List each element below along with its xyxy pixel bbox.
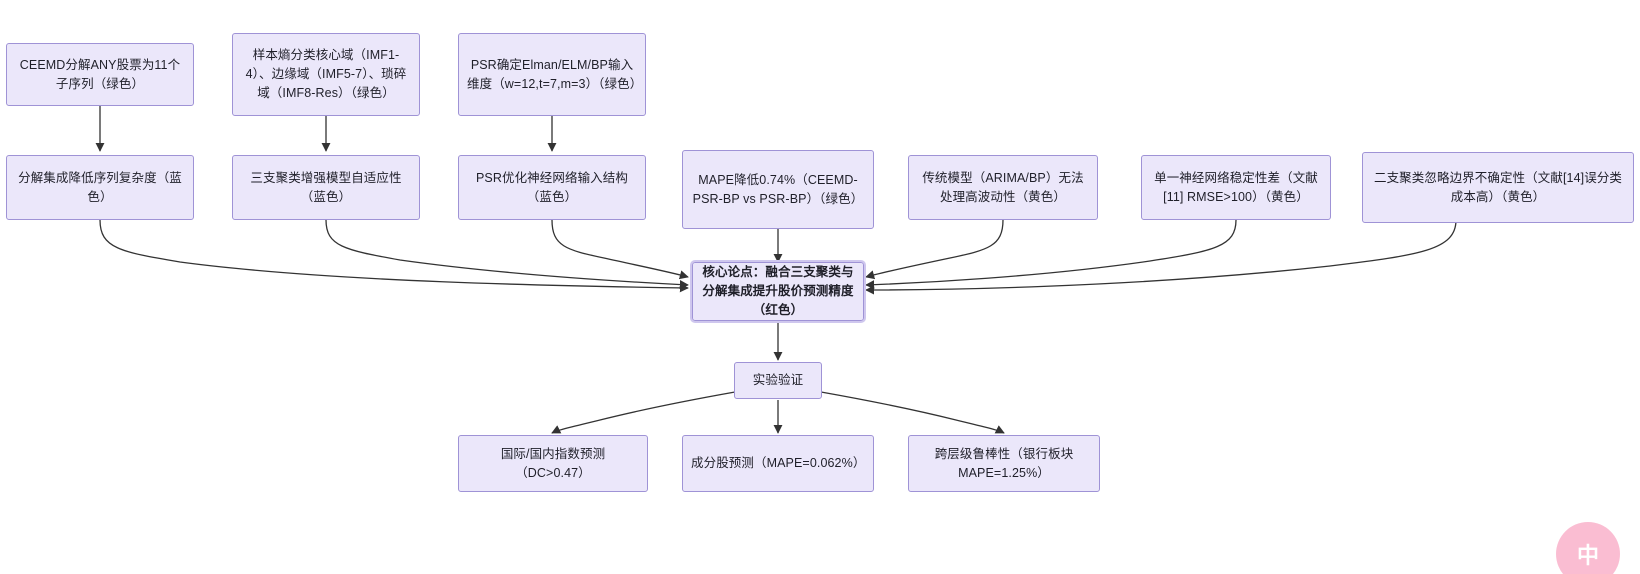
node-experiment-validation-label: 实验验证 [752, 373, 804, 387]
node-experiment-validation[interactable]: 实验验证 [734, 362, 822, 399]
edge-threeway-to-core [325, 219, 689, 290]
node-three-way-adaptive[interactable]: 三支聚类增强模型自适应性（蓝色） [232, 155, 420, 220]
node-psr-structure-label: PSR优化神经网络输入结构（蓝色） [475, 170, 628, 204]
node-core-claim-label: 核心论点：融合三支聚类与分解集成提升股价预测精度（红色） [702, 265, 854, 317]
edge-psrstructure-to-core [551, 219, 689, 280]
node-constituent-forecast-label: 成分股预测（MAPE=0.062%） [691, 456, 866, 470]
node-decomp-complexity[interactable]: 分解集成降低序列复杂度（蓝色） [6, 155, 194, 220]
node-psr-structure[interactable]: PSR优化神经网络输入结构（蓝色） [458, 155, 646, 220]
edge-decomp-to-core [99, 219, 689, 293]
node-psr-dim[interactable]: PSR确定Elman/ELM/BP输入维度（w=12,t=7,m=3）（绿色） [458, 33, 646, 116]
edge-twoway-to-core [865, 219, 1457, 295]
node-two-way-boundary[interactable]: 二支聚类忽略边界不确定性（文献[14]误分类成本高）（黄色） [1362, 152, 1634, 223]
node-single-nn-unstable-label: 单一神经网络稳定性差（文献[11] RMSE>100）（黄色） [1154, 170, 1318, 204]
node-single-nn-unstable[interactable]: 单一神经网络稳定性差（文献[11] RMSE>100）（黄色） [1141, 155, 1331, 220]
node-traditional-limit-label: 传统模型（ARIMA/BP）无法处理高波动性（黄色） [922, 170, 1084, 204]
node-index-forecast[interactable]: 国际/国内指数预测（DC>0.47） [458, 435, 648, 492]
node-sample-entropy-label: 样本熵分类核心域（IMF1-4）、边缘域（IMF5-7）、琐碎域（IMF8-Re… [245, 48, 407, 100]
node-cross-level-robust[interactable]: 跨层级鲁棒性（银行板块MAPE=1.25%） [908, 435, 1100, 492]
node-traditional-limit[interactable]: 传统模型（ARIMA/BP）无法处理高波动性（黄色） [908, 155, 1098, 220]
node-mape-drop-label: MAPE降低0.74%（CEEMD-PSR-BP vs PSR-BP）（绿色） [692, 172, 864, 206]
node-core-claim[interactable]: 核心论点：融合三支聚类与分解集成提升股价预测精度（红色） [690, 260, 866, 323]
node-three-way-adaptive-label: 三支聚类增强模型自适应性（蓝色） [250, 170, 402, 204]
node-cross-level-robust-label: 跨层级鲁棒性（银行板块MAPE=1.25%） [934, 446, 1074, 480]
node-decomp-complexity-label: 分解集成降低序列复杂度（蓝色） [18, 170, 182, 204]
watermark-badge: 中 [1556, 522, 1620, 574]
node-ceemd-label: CEEMD分解ANY股票为11个子序列（绿色） [19, 57, 181, 91]
node-psr-dim-label: PSR确定Elman/ELM/BP输入维度（w=12,t=7,m=3）（绿色） [467, 57, 643, 91]
edge-experiment-to-robust [820, 391, 1005, 434]
node-ceemd[interactable]: CEEMD分解ANY股票为11个子序列（绿色） [6, 43, 194, 106]
edge-traditional-to-core [865, 219, 1004, 280]
node-mape-drop[interactable]: MAPE降低0.74%（CEEMD-PSR-BP vs PSR-BP）（绿色） [682, 150, 874, 229]
edge-singlenn-to-core [865, 219, 1237, 290]
node-index-forecast-label: 国际/国内指数预测（DC>0.47） [500, 446, 606, 480]
node-two-way-boundary-label: 二支聚类忽略边界不确定性（文献[14]误分类成本高）（黄色） [1373, 170, 1623, 204]
node-constituent-forecast[interactable]: 成分股预测（MAPE=0.062%） [682, 435, 874, 492]
watermark-label: 中 [1576, 543, 1599, 568]
node-sample-entropy[interactable]: 样本熵分类核心域（IMF1-4）、边缘域（IMF5-7）、琐碎域（IMF8-Re… [232, 33, 420, 116]
edge-experiment-to-index [551, 391, 736, 434]
